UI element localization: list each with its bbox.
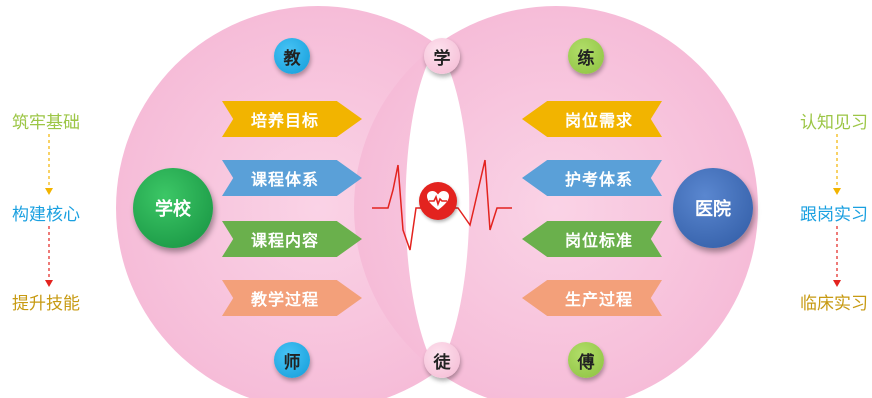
right-label-3: 临床实习 (800, 294, 868, 314)
right-arrow-nursing-exam-system: 护考体系 (522, 160, 662, 196)
char-circle-fu: 傅 (568, 342, 604, 378)
left-arrow-teaching-process: 教学过程 (222, 280, 362, 316)
right-label-2: 跟岗实习 (800, 205, 868, 225)
right-arrow-production-process: 生产过程 (522, 280, 662, 316)
right-label-1: 认知见习 (800, 113, 868, 133)
right-arrow-job-demand: 岗位需求 (522, 101, 662, 137)
right-dashed-arrow-1 (833, 134, 841, 195)
char-circle-xue: 学 (424, 38, 460, 74)
left-label-2: 构建核心 (12, 205, 80, 225)
school-circle: 学校 (133, 168, 213, 248)
char-circle-shi: 师 (274, 342, 310, 378)
left-label-1: 筑牢基础 (12, 113, 80, 133)
hospital-circle: 医院 (673, 168, 753, 248)
left-label-3: 提升技能 (12, 294, 80, 314)
char-circle-lian: 练 (568, 38, 604, 74)
left-arrow-training-goal: 培养目标 (222, 101, 362, 137)
left-dashed-arrow-2 (45, 226, 53, 287)
left-arrow-course-content: 课程内容 (222, 221, 362, 257)
right-dashed-arrow-2 (833, 226, 841, 287)
left-dashed-arrow-1 (45, 134, 53, 195)
heart-pulse-icon (419, 182, 457, 220)
left-arrow-curriculum-system: 课程体系 (222, 160, 362, 196)
char-circle-jiao: 教 (274, 38, 310, 74)
right-arrow-job-standard: 岗位标准 (522, 221, 662, 257)
char-circle-tu: 徒 (424, 342, 460, 378)
